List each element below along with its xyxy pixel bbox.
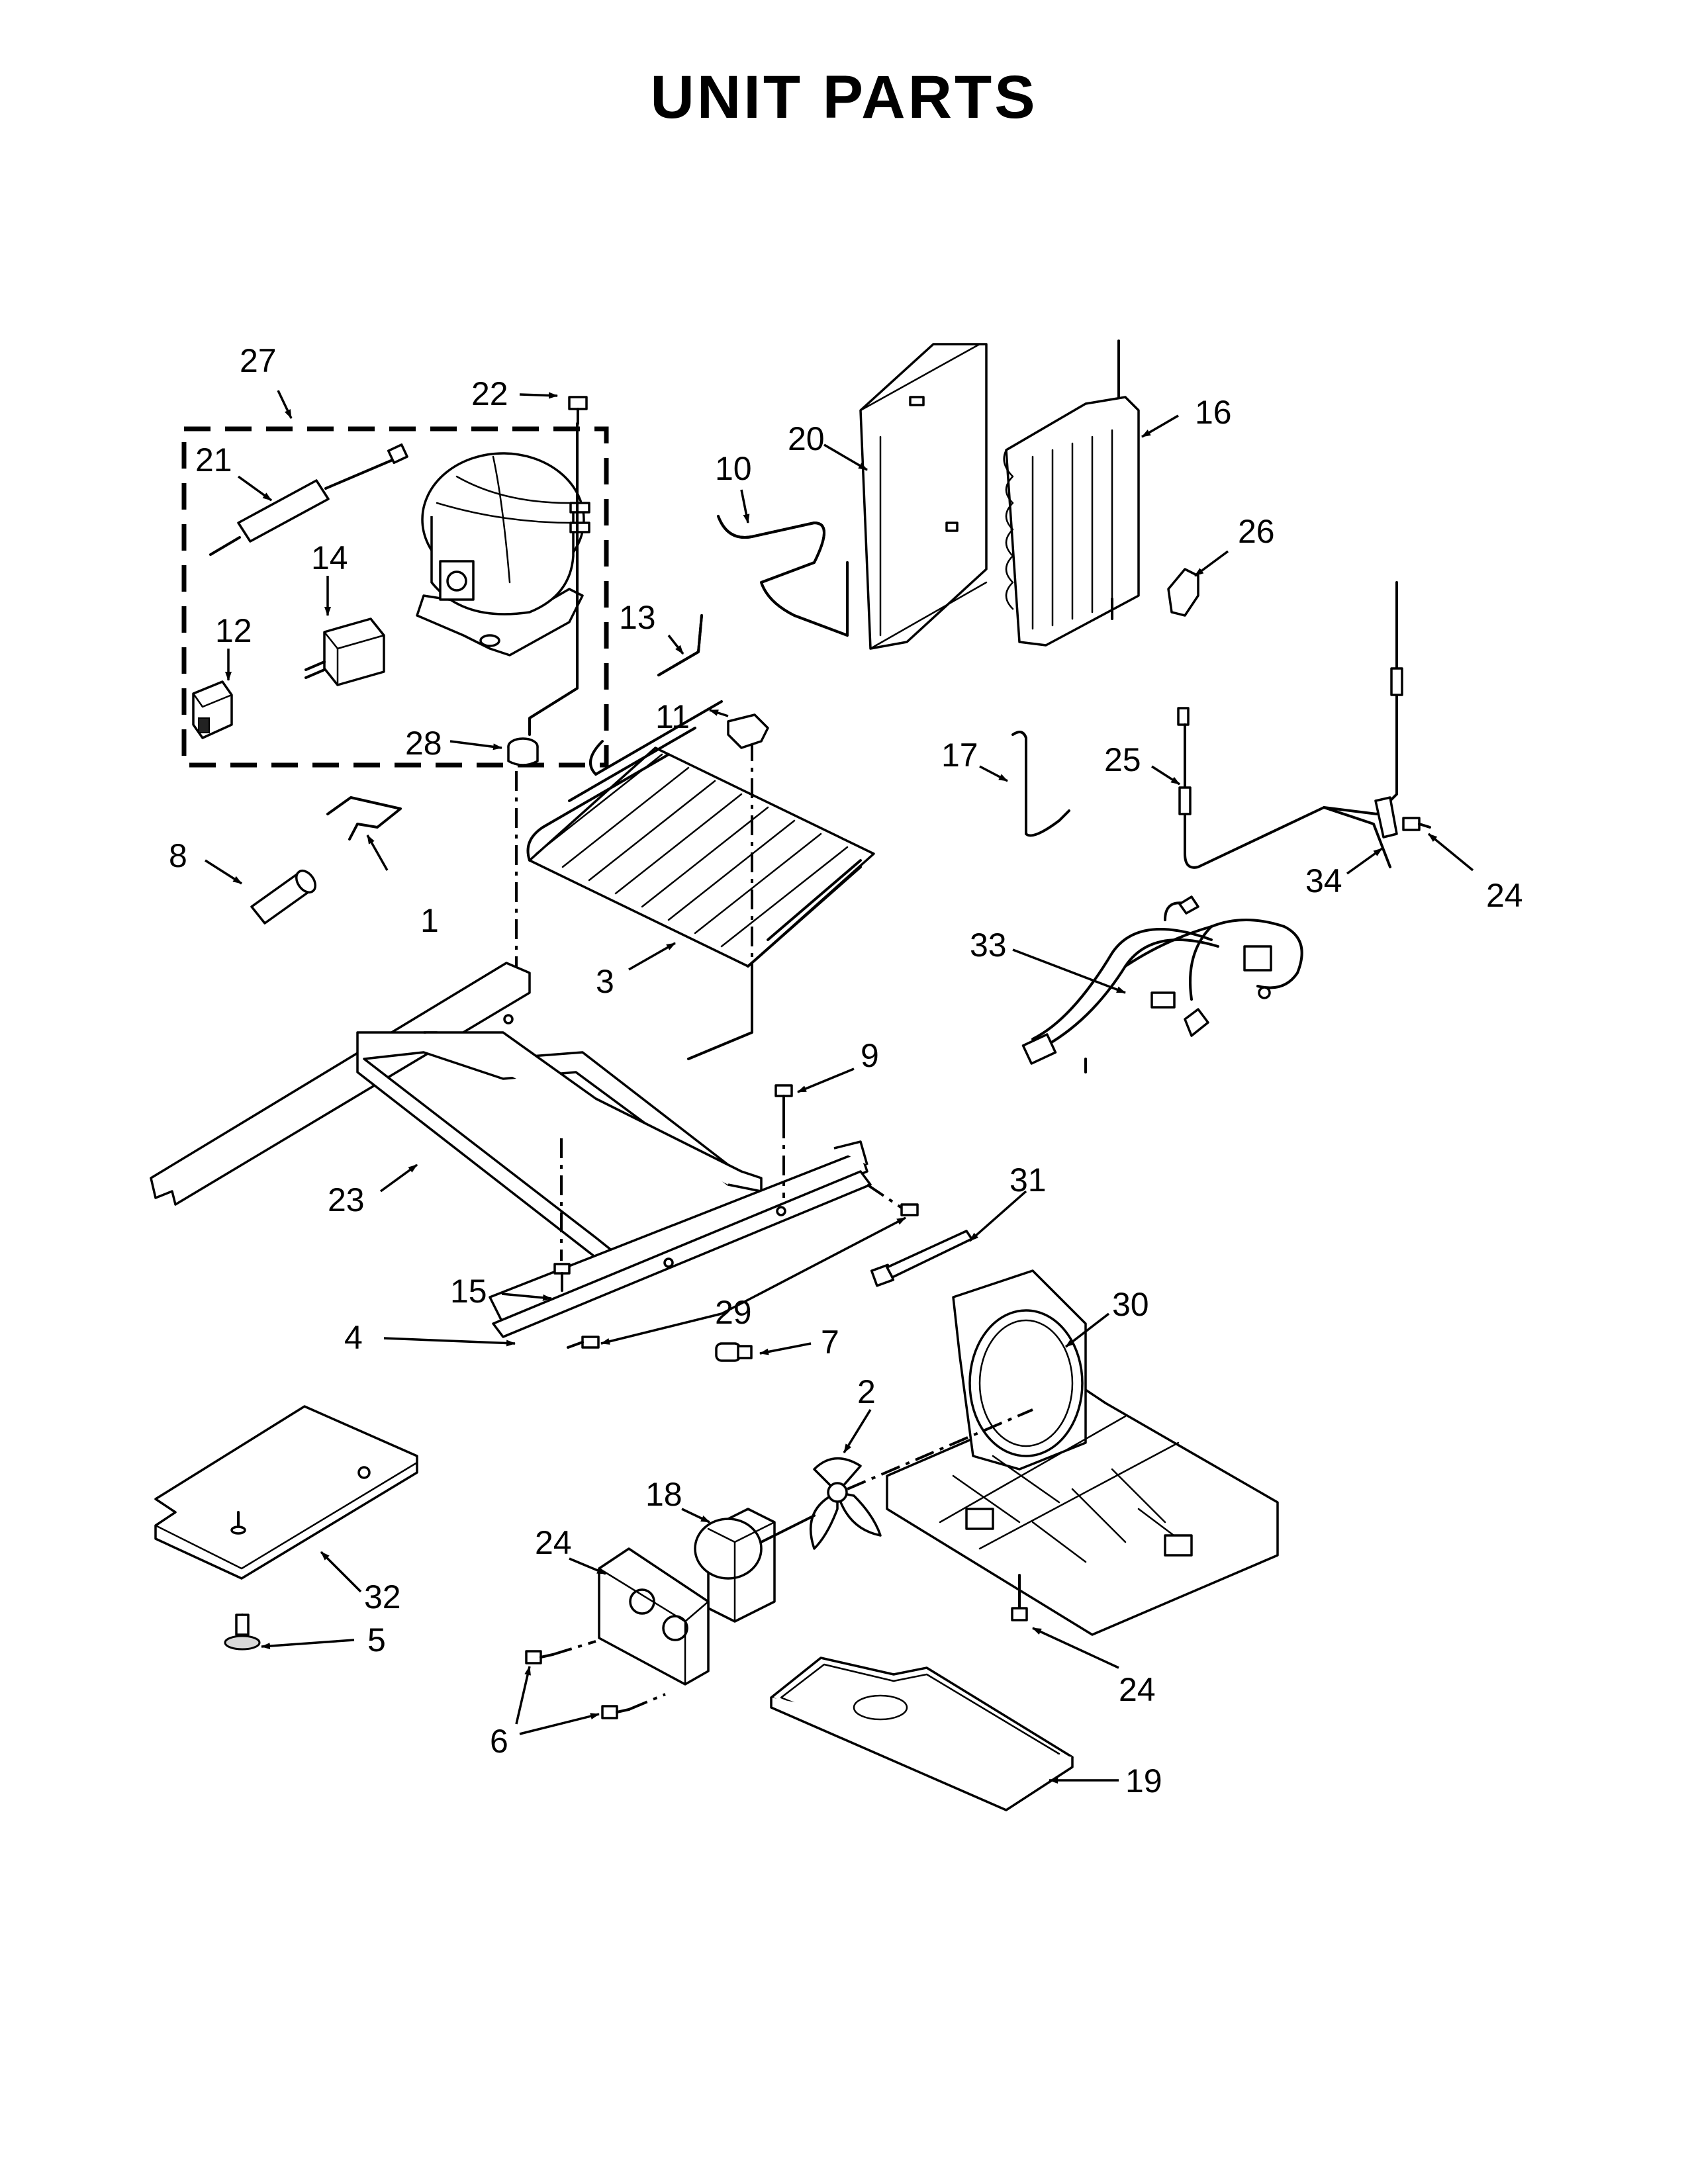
callout-26: 25 bbox=[1104, 741, 1141, 778]
callout-24-top: 24 bbox=[1486, 877, 1523, 914]
part-motor-bracket bbox=[598, 1547, 710, 1686]
part-fan-motor bbox=[694, 1508, 816, 1623]
callout-7: 7 bbox=[821, 1324, 839, 1361]
part-drain-pan bbox=[770, 1657, 1074, 1811]
callout-11: 11 bbox=[655, 698, 690, 735]
callout-21: 21 bbox=[195, 441, 232, 478]
callout-15: 15 bbox=[450, 1273, 487, 1310]
compressor-kit-dashed-box bbox=[181, 426, 609, 768]
part-insulator-tube bbox=[250, 869, 317, 925]
callout-2: 2 bbox=[857, 1373, 876, 1410]
callout-32: 31 bbox=[1009, 1161, 1047, 1199]
callout-19: 19 bbox=[1125, 1762, 1162, 1799]
part-thermistor-harness bbox=[1177, 581, 1403, 869]
callout-4: 4 bbox=[344, 1319, 363, 1356]
callout-leaders bbox=[205, 390, 1474, 1784]
part-screw-30 bbox=[567, 1183, 919, 1349]
part-base-plate bbox=[886, 1269, 1279, 1636]
callout-35: 34 bbox=[1305, 862, 1342, 899]
callout-31: 30 bbox=[1112, 1286, 1149, 1323]
callout-6: 6 bbox=[490, 1723, 508, 1760]
part-tube-13 bbox=[657, 614, 703, 676]
callout-30: 29 bbox=[715, 1294, 752, 1331]
part-plug-7 bbox=[715, 1342, 753, 1362]
callout-5: 5 bbox=[367, 1621, 386, 1659]
part-bracket-1 bbox=[326, 796, 402, 841]
callout-25: 24 bbox=[535, 1524, 572, 1561]
part-screw-15 bbox=[553, 1138, 571, 1292]
part-screw-9 bbox=[774, 1084, 793, 1198]
part-screw-24-top bbox=[1402, 817, 1431, 831]
callout-1: 1 bbox=[420, 902, 439, 939]
part-cover-plate bbox=[154, 1405, 418, 1580]
part-cable-tie bbox=[870, 1230, 973, 1287]
part-compressor bbox=[416, 452, 590, 657]
callout-27: 26 bbox=[1238, 513, 1275, 550]
callout-20: 20 bbox=[788, 420, 825, 457]
callout-33: 32 bbox=[364, 1578, 401, 1615]
part-screw-24-bottom bbox=[1011, 1574, 1028, 1621]
callout-28: 27 bbox=[240, 342, 277, 379]
part-wire-hook bbox=[1011, 731, 1070, 837]
callout-9: 9 bbox=[861, 1037, 879, 1074]
callout-34: 33 bbox=[970, 927, 1007, 964]
callout-29: 28 bbox=[405, 725, 442, 762]
callout-23: 23 bbox=[328, 1181, 365, 1218]
part-clip-27 bbox=[1167, 568, 1199, 617]
callout-22: 22 bbox=[471, 375, 508, 412]
part-wire-harness bbox=[1021, 895, 1303, 1073]
part-screw-22 bbox=[568, 396, 588, 425]
part-screws-6 bbox=[525, 1640, 666, 1719]
callout-3: 3 bbox=[596, 963, 614, 1000]
part-drier bbox=[209, 443, 408, 556]
callout-18: 18 bbox=[645, 1476, 682, 1513]
part-condenser-coil bbox=[526, 700, 875, 1060]
callout-16: 16 bbox=[1195, 394, 1232, 431]
page-title: UNIT PARTS bbox=[650, 64, 1038, 131]
part-tube-10 bbox=[717, 515, 849, 637]
part-foot bbox=[224, 1614, 261, 1651]
part-condenser-shroud bbox=[859, 343, 988, 650]
part-clip-11 bbox=[727, 713, 769, 749]
callout-10: 10 bbox=[715, 450, 752, 487]
part-condenser bbox=[1003, 340, 1140, 647]
callout-14: 14 bbox=[311, 539, 348, 576]
callout-17: 17 bbox=[941, 737, 978, 774]
part-clip-35 bbox=[1374, 796, 1398, 839]
callout-24-bottom: 24 bbox=[1119, 1671, 1156, 1708]
part-base-frame bbox=[150, 962, 872, 1338]
part-capacitor bbox=[192, 680, 233, 739]
callout-12: 12 bbox=[215, 612, 252, 649]
callout-labels: 27 21 22 14 12 28 1 8 3 11 13 10 20 16 2… bbox=[169, 342, 1523, 1799]
part-fan-blade bbox=[809, 1408, 1033, 1550]
part-relay bbox=[305, 617, 385, 686]
callout-13: 13 bbox=[619, 599, 656, 636]
callout-8: 8 bbox=[169, 837, 187, 874]
part-grommet bbox=[507, 422, 579, 999]
